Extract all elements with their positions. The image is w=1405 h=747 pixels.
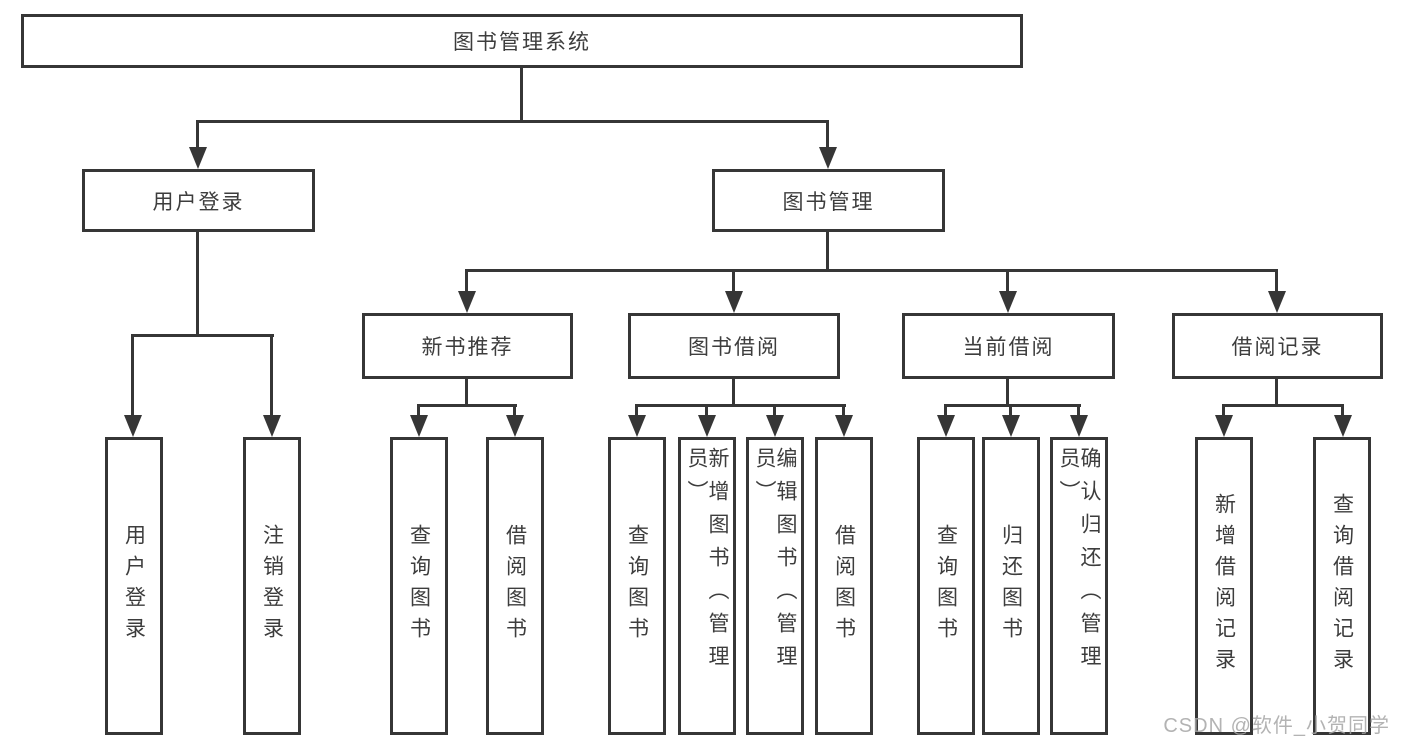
node-label: 注销登录 bbox=[260, 524, 284, 648]
node-label: 用户登录 bbox=[152, 190, 245, 214]
arrow-down-icon bbox=[1070, 415, 1088, 437]
node-label: 查询借阅记录 bbox=[1330, 493, 1354, 679]
connector-stub bbox=[1275, 269, 1278, 294]
node-label: 当前借阅 bbox=[962, 336, 1055, 359]
arrow-down-icon bbox=[766, 415, 784, 437]
node-label: 图书管理系统 bbox=[453, 31, 591, 54]
connector-stub bbox=[705, 404, 708, 418]
connector-branch bbox=[635, 404, 846, 407]
connector-stub bbox=[270, 334, 273, 417]
connector-stub bbox=[196, 120, 199, 150]
node-label: 新增借阅记录 bbox=[1212, 493, 1236, 679]
arrow-down-icon bbox=[999, 291, 1017, 313]
node-label: 图书管理 bbox=[782, 190, 875, 214]
node-query-books-recommend: 查询图书 bbox=[390, 437, 448, 735]
connector-stub bbox=[842, 404, 845, 418]
arrow-down-icon bbox=[1215, 415, 1233, 437]
node-label: 借阅图书 bbox=[503, 524, 527, 648]
node-user-login-leaf: 用户登录 bbox=[105, 437, 163, 735]
node-label: 用户登录 bbox=[122, 524, 146, 648]
node-label: 编辑图书（管理员） bbox=[753, 447, 797, 678]
node-new-book-recommendation: 新书推荐 bbox=[362, 313, 573, 379]
arrow-down-icon bbox=[189, 147, 207, 169]
node-label: 查询图书 bbox=[625, 524, 649, 648]
arrow-down-icon bbox=[835, 415, 853, 437]
connector-book-mgmt-trunk bbox=[826, 232, 829, 272]
connector-trunk bbox=[1275, 379, 1278, 407]
connector-stub bbox=[131, 334, 134, 417]
connector-stub bbox=[1222, 404, 1225, 418]
arrow-down-icon bbox=[263, 415, 281, 437]
node-add-borrow-record: 新增借阅记录 bbox=[1195, 437, 1253, 735]
node-query-borrow-record: 查询借阅记录 bbox=[1313, 437, 1371, 735]
connector-root-branch bbox=[196, 120, 829, 123]
node-library-management-system: 图书管理系统 bbox=[21, 14, 1023, 68]
connector-stub bbox=[1341, 404, 1344, 418]
node-label: 新书推荐 bbox=[421, 336, 514, 359]
connector-stub bbox=[635, 404, 638, 418]
connector-stub bbox=[513, 404, 516, 418]
connector-trunk bbox=[465, 379, 468, 407]
connector-book-mgmt-branch bbox=[465, 269, 1278, 272]
node-book-borrowing: 图书借阅 bbox=[628, 313, 840, 379]
node-borrow-books: 借阅图书 bbox=[815, 437, 873, 735]
arrow-down-icon bbox=[1334, 415, 1352, 437]
node-label: 图书借阅 bbox=[688, 336, 780, 359]
connector-branch bbox=[1222, 404, 1344, 407]
arrow-down-icon bbox=[819, 147, 837, 169]
node-edit-books-admin: 编辑图书（管理员） bbox=[746, 437, 804, 735]
connector-user-login-branch bbox=[131, 334, 274, 337]
node-book-management: 图书管理 bbox=[712, 169, 945, 232]
connector-branch bbox=[417, 404, 517, 407]
node-label: 查询图书 bbox=[407, 524, 431, 648]
node-borrowing-records: 借阅记录 bbox=[1172, 313, 1383, 379]
arrow-down-icon bbox=[937, 415, 955, 437]
node-current-borrowing: 当前借阅 bbox=[902, 313, 1115, 379]
arrow-down-icon bbox=[1002, 415, 1020, 437]
connector-stub bbox=[1009, 404, 1012, 418]
csdn-watermark: CSDN @软件_小贺同学 bbox=[1163, 715, 1390, 737]
node-label: 归还图书 bbox=[999, 524, 1023, 648]
node-user-login: 用户登录 bbox=[82, 169, 315, 232]
node-confirm-return-admin: 确认归还（管理员） bbox=[1050, 437, 1108, 735]
connector-stub bbox=[1006, 269, 1009, 294]
arrow-down-icon bbox=[458, 291, 476, 313]
arrow-down-icon bbox=[410, 415, 428, 437]
node-borrow-books-recommend: 借阅图书 bbox=[486, 437, 544, 735]
node-query-books-borrowing: 查询图书 bbox=[608, 437, 666, 735]
arrow-down-icon bbox=[506, 415, 524, 437]
connector-stub bbox=[944, 404, 947, 418]
connector-user-login-trunk bbox=[196, 232, 199, 337]
connector-root-trunk bbox=[520, 68, 523, 121]
connector-stub bbox=[417, 404, 420, 418]
node-label: 新增图书（管理员） bbox=[685, 447, 729, 678]
arrow-down-icon bbox=[698, 415, 716, 437]
node-return-books: 归还图书 bbox=[982, 437, 1040, 735]
connector-stub bbox=[826, 120, 829, 150]
node-add-books-admin: 新增图书（管理员） bbox=[678, 437, 736, 735]
node-label: 借阅图书 bbox=[832, 524, 856, 648]
connector-branch bbox=[944, 404, 1081, 407]
arrow-down-icon bbox=[725, 291, 743, 313]
arrow-down-icon bbox=[1268, 291, 1286, 313]
node-label: 确认归还（管理员） bbox=[1057, 447, 1101, 678]
connector-stub bbox=[732, 269, 735, 294]
node-label: 查询图书 bbox=[934, 524, 958, 648]
connector-trunk bbox=[1006, 379, 1009, 407]
connector-stub bbox=[773, 404, 776, 418]
node-logout: 注销登录 bbox=[243, 437, 301, 735]
connector-stub bbox=[1077, 404, 1080, 418]
node-label: 借阅记录 bbox=[1231, 336, 1324, 359]
connector-stub bbox=[465, 269, 468, 294]
arrow-down-icon bbox=[628, 415, 646, 437]
node-query-books-current: 查询图书 bbox=[917, 437, 975, 735]
arrow-down-icon bbox=[124, 415, 142, 437]
connector-trunk bbox=[732, 379, 735, 407]
